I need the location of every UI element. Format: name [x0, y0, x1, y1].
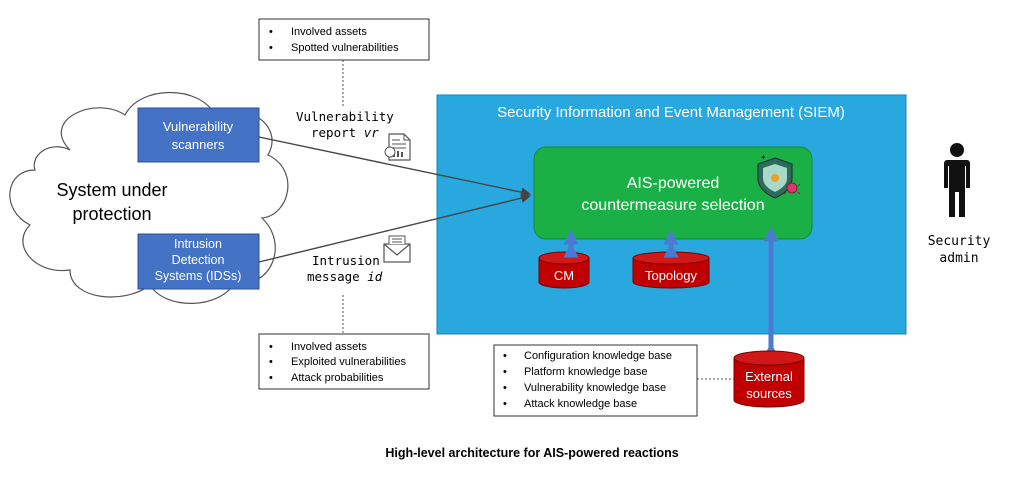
report-item-0: Involved assets	[291, 26, 367, 38]
kb-item-bullet-1: •	[503, 366, 507, 378]
admin-label-line1: Security	[928, 234, 991, 249]
envelope-icon	[383, 235, 411, 263]
cm-label: CM	[554, 268, 574, 283]
ids-item-0: Involved assets	[291, 341, 367, 353]
kb-info-box	[493, 344, 698, 417]
report-document-icon	[384, 133, 411, 161]
ids-item-bullet-2: •	[269, 372, 273, 384]
kb-item-3: Attack knowledge base	[524, 398, 637, 410]
intrusion-label-line2: message id	[307, 269, 383, 284]
external-label-line1: External	[745, 369, 793, 384]
kb-item-bullet-2: •	[503, 382, 507, 394]
siem-title: Security Information and Event Managemen…	[497, 104, 845, 121]
ids-info-box	[258, 333, 430, 390]
report-arrow	[258, 136, 531, 197]
kb-item-0: Configuration knowledge base	[524, 350, 672, 362]
shield-virus-icon: ✦	[757, 153, 801, 199]
admin-label-line2: admin	[939, 251, 978, 266]
figure-caption: High-level architecture for AIS-powered …	[385, 446, 678, 460]
cloud-label-line1: System under	[56, 180, 167, 200]
scanners-label-line1: Vulnerability	[163, 119, 234, 134]
kb-item-1: Platform knowledge base	[524, 366, 648, 378]
ids-label-line3: Systems (IDSs)	[155, 269, 242, 283]
ids-label-line2: Detection	[172, 253, 225, 267]
ids-item-2: Attack probabilities	[291, 372, 384, 384]
kb-item-bullet-0: •	[503, 350, 507, 362]
intrusion-label-line1: Intrusion	[312, 253, 380, 268]
report-info-box	[258, 18, 430, 61]
kb-item-2: Vulnerability knowledge base	[524, 382, 666, 394]
cloud-label-line2: protection	[72, 204, 151, 224]
person-icon	[944, 143, 970, 217]
report-item-1: Spotted vulnerabilities	[291, 42, 399, 54]
topology-database	[632, 251, 710, 289]
scanners-label-line2: scanners	[172, 137, 225, 152]
ais-label-line2: countermeasure selection	[581, 197, 764, 214]
ids-item-1: Exploited vulnerabilities	[291, 356, 406, 368]
report-item-bullet-1: •	[269, 42, 273, 54]
ids-item-bullet-1: •	[269, 356, 273, 368]
ids-label-line1: Intrusion	[174, 237, 222, 251]
topology-label: Topology	[645, 268, 698, 283]
external-sources-database	[733, 350, 805, 408]
report-label-line1: Vulnerability	[296, 109, 394, 124]
intrusion-arrow	[258, 193, 531, 263]
svg-text:✦: ✦	[760, 153, 767, 162]
report-item-bullet-0: •	[269, 26, 273, 38]
report-label-line2: report vr	[311, 125, 379, 140]
scanners-box	[137, 107, 260, 163]
ids-item-bullet-0: •	[269, 341, 273, 353]
ais-label-line1: AIS-powered	[627, 175, 720, 192]
kb-item-bullet-3: •	[503, 398, 507, 410]
external-label-line2: sources	[746, 386, 792, 401]
